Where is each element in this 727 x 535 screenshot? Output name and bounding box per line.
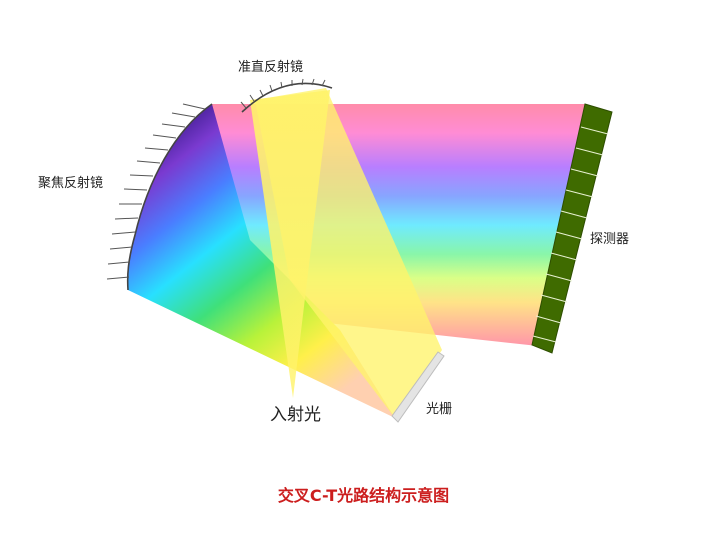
incident-light-label: 入射光 <box>270 405 321 425</box>
grating <box>391 351 445 423</box>
focusing-mirror-hatch <box>106 103 206 280</box>
detector-label: 探测器 <box>590 232 630 247</box>
incident-beam <box>250 90 330 398</box>
grating-label: 光栅 <box>426 402 453 417</box>
detector-pixels <box>532 126 609 343</box>
detector <box>531 103 613 354</box>
focusing-mirror-fill <box>127 104 395 418</box>
collimating-mirror-hatch <box>240 78 326 109</box>
collimating-mirror-label: 准直反射镜 <box>238 60 304 75</box>
diagram-title: 交叉C-T光路结构示意图 <box>277 486 450 505</box>
focusing-mirror-label: 聚焦反射镜 <box>38 176 104 191</box>
focusing-mirror <box>126 103 213 291</box>
